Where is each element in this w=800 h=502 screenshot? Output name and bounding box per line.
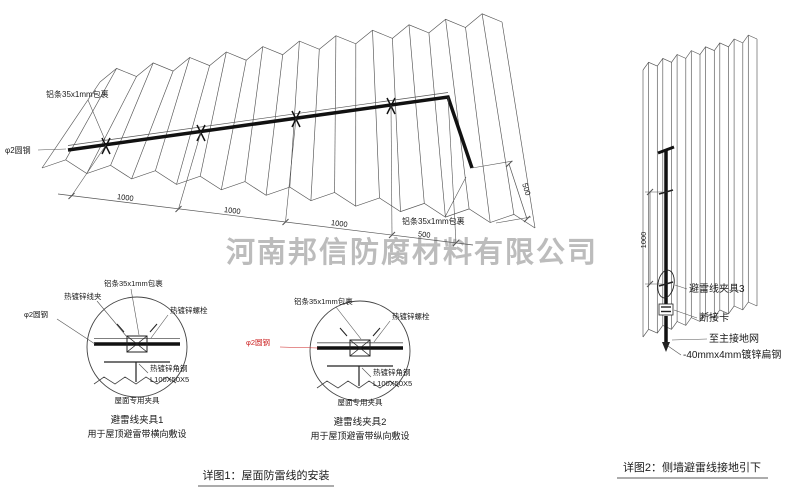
dim-tick [646, 188, 654, 196]
label-strip-right: 铝条35x1mm包裹 [402, 216, 465, 226]
figure2-wall: 1000 避雷线夹具3 断接卡 至主接地网 -40mmx4mm镀锌扁钢 [639, 34, 781, 361]
detail-circle-1: 铝条35x1mm包裹 热镀锌线夹 热镀锌螺栓 φ2圆钢 热镀锌角钢 L100X5… [24, 278, 208, 439]
leader-line [674, 284, 688, 290]
dim-label-4: 500 [418, 229, 432, 239]
leader-line [444, 176, 467, 218]
detail-circle-2: 铝条35x1mm包裹 热镀锌螺栓 φ2圆钢 热镀锌角钢 L100X50X5 屋面… [246, 296, 430, 441]
label-rod: φ2圆钢 [5, 145, 31, 155]
leader-line [87, 99, 106, 141]
aluminium-strip-line [67, 92, 449, 146]
figure1-roof: 1000 1000 1000 500 500 铝条35x1mm包裹 φ2圆钢 铝… [5, 13, 536, 247]
detail2-title: 避雷线夹具2 [334, 416, 387, 428]
detail-circle-outline [86, 296, 188, 398]
detail1-subtitle: 用于屋顶避雷带横向敷设 [87, 428, 186, 439]
bolt-mark [372, 327, 381, 337]
leader-line [279, 346, 319, 349]
clamp-callout-ellipse [657, 269, 675, 299]
roof-profile [93, 376, 177, 385]
bolt-mark [149, 323, 158, 333]
leader-line [56, 318, 96, 345]
detail1-label-fixture: 屋面专用夹具 [115, 395, 160, 405]
dim-tick [523, 215, 531, 223]
detail1-label-angle: 热镀锌角钢 [150, 363, 188, 373]
detail-circle-outline [309, 300, 411, 402]
detail2-label-bolt: 热镀锌螺栓 [392, 311, 430, 321]
label-strip-top: 铝条35x1mm包裹 [46, 89, 109, 99]
dim-tick [505, 160, 513, 168]
detail2-label-fixture: 屋面专用夹具 [338, 397, 383, 407]
label-flat-steel: -40mmx4mm镀锌扁钢 [683, 348, 781, 361]
leader-line [361, 367, 372, 378]
detail1-label-rod: φ2圆钢 [24, 309, 48, 319]
figure1-caption: 详图1：屋面防雷线的安装 [202, 468, 329, 482]
lightning-wire [67, 95, 474, 169]
wall-corrugation [642, 34, 758, 338]
leader-line [335, 306, 362, 340]
detail1-label-clamp: 热镀锌线夹 [64, 291, 102, 301]
leader-line [667, 345, 682, 356]
leader-line [673, 309, 698, 319]
ground-arrow-icon [662, 342, 670, 352]
bolt-mark [116, 323, 125, 333]
detail1-label-bolt: 热镀锌螺栓 [170, 305, 208, 315]
dim-label-1: 1000 [116, 192, 134, 203]
dim-label-3: 1000 [330, 218, 348, 229]
leader-line [671, 338, 708, 341]
detail1-label-strip: 铝条35x1mm包裹 [104, 278, 163, 288]
leader-line [373, 320, 391, 343]
clamp-hatch [126, 335, 148, 353]
wall-dim-label: 1000 [639, 232, 648, 249]
detail2-label-angle: 热镀锌角钢 [373, 367, 411, 377]
detail2-label-angle-size: L100X50X5 [373, 379, 412, 388]
dim-tick [646, 280, 654, 288]
dim-label-right-500: 500 [520, 182, 532, 197]
clamp-body [349, 339, 371, 357]
detail2-subtitle: 用于屋顶避雷带纵向敷设 [310, 430, 409, 441]
dimension-extension-lines [68, 96, 460, 247]
company-watermark: 河南邦信防腐材料有限公司 [226, 236, 598, 269]
label-to-ground: 至主接地网 [709, 332, 759, 345]
bolt-mark [339, 327, 348, 337]
leader-line [130, 288, 140, 336]
wall-clamp-upper [658, 189, 674, 195]
detail2-label-rod: φ2圆钢 [246, 337, 270, 347]
dimension-line-right [508, 163, 528, 220]
figure2-caption: 详图2：侧墙避雷线接地引下 [623, 460, 761, 474]
leader-line [96, 300, 128, 338]
detail1-title: 避雷线夹具1 [111, 414, 164, 426]
roof-profile [316, 380, 400, 389]
clamp-body [126, 335, 148, 353]
label-disconnect: 断接卡 [699, 311, 729, 324]
clamp-hatch [349, 339, 371, 357]
leader-line [138, 363, 149, 374]
ext-line-right-2 [495, 216, 532, 224]
dimension-line [57, 193, 474, 246]
leader-line [150, 314, 169, 339]
ext-line-right-1 [471, 160, 514, 169]
disconnect-card [658, 303, 674, 316]
detail1-label-angle-size: L100X50X5 [150, 375, 189, 384]
leader-line [37, 148, 67, 151]
dim-label-2: 1000 [223, 205, 241, 216]
label-clamp3: 避雷线夹具3 [689, 282, 745, 295]
detail2-label-strip: 铝条35x1mm包裹 [294, 296, 353, 306]
wall-clamp-lower [658, 281, 674, 287]
